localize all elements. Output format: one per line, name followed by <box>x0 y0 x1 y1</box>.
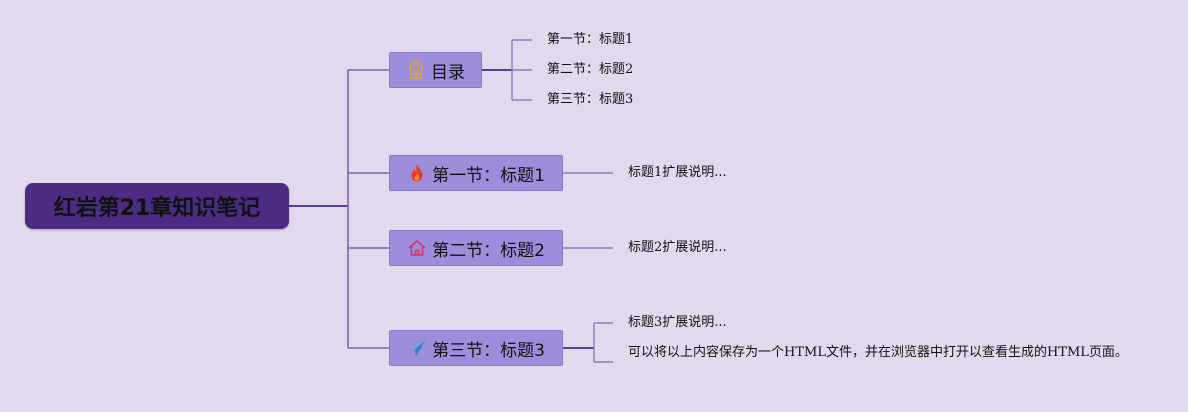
home-icon <box>407 238 427 258</box>
branch-toc[interactable]: 目录 <box>389 52 482 88</box>
section-3-note[interactable]: 标题3扩展说明... <box>628 315 727 330</box>
section-1-note[interactable]: 标题1扩展说明... <box>628 165 727 180</box>
branch-section-3[interactable]: 第三节：标题3 <box>389 330 563 366</box>
toc-item-2[interactable]: 第二节：标题2 <box>547 62 634 77</box>
section-3-extra-note[interactable]: 可以将以上内容保存为一个HTML文件，并在浏览器中打开以查看生成的HTML页面。 <box>628 345 1128 360</box>
section-2-note[interactable]: 标题2扩展说明... <box>628 240 727 255</box>
root-topic[interactable]: 红岩第21章知识笔记 <box>25 183 289 229</box>
paper-plane-icon <box>407 338 427 358</box>
toc-item-1[interactable]: 第一节：标题1 <box>547 32 634 47</box>
branch-toc-label: 目录 <box>431 62 465 83</box>
toc-item-3[interactable]: 第三节：标题3 <box>547 92 634 107</box>
branch-section-1-label: 第一节：标题1 <box>432 165 545 186</box>
branch-section-2[interactable]: 第二节：标题2 <box>389 230 563 266</box>
branch-section-1[interactable]: 第一节：标题1 <box>389 155 563 191</box>
root-topic-label: 红岩第21章知识笔记 <box>53 196 261 221</box>
award-ribbon-icon <box>406 60 426 80</box>
branch-section-2-label: 第二节：标题2 <box>432 240 545 261</box>
branch-section-3-label: 第三节：标题3 <box>432 340 545 361</box>
fire-icon <box>407 163 427 183</box>
